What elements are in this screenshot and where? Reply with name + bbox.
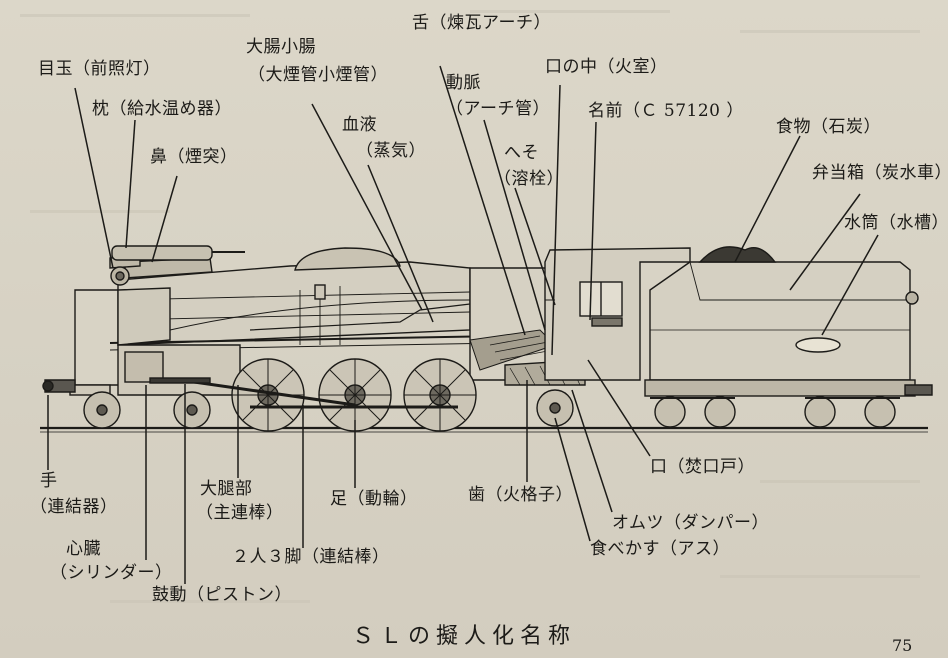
label-side-rod: ２人３脚（連結棒）	[232, 547, 390, 567]
label-fusible-plug-2: （溶栓）	[494, 169, 564, 189]
label-arch-tube-1: 動脈	[446, 73, 481, 93]
label-steam-2: （蒸気）	[356, 141, 426, 161]
feedwater-heater	[111, 245, 213, 261]
locomotive-body	[42, 245, 691, 432]
label-cylinder-2: （シリンダー）	[50, 563, 173, 583]
label-grate: 歯（火格子）	[468, 485, 573, 505]
leader-lines	[47, 65, 879, 584]
label-firebox: 口の中（火室）	[545, 57, 668, 77]
label-tubes-1: 大腸小腸	[246, 37, 316, 57]
label-fusible-plug-1: へそ	[504, 143, 539, 163]
label-headlight: 目玉（前照灯）	[38, 59, 161, 79]
label-cylinder-1: 心臓	[66, 539, 101, 559]
label-arch-tube-2: （アーチ管）	[446, 99, 550, 119]
label-drive-wheels: 足（動輪）	[330, 489, 418, 509]
label-main-rod-2: （主連棒）	[196, 503, 284, 523]
label-piston: 鼓動（ピストン）	[152, 585, 292, 605]
label-tubes-2: （大煙管小煙管）	[248, 65, 388, 85]
label-coupler-2: （連結器）	[30, 497, 118, 517]
label-water-tank: 水筒（水槽）	[844, 213, 948, 233]
steam-dome	[294, 247, 401, 271]
label-steam-1: 血液	[342, 115, 377, 135]
label-feedwater-heater: 枕（給水温め器）	[92, 99, 232, 119]
label-coal: 食物（石炭）	[776, 117, 881, 137]
drive-wheels	[231, 358, 477, 432]
label-fire-door: 口（焚口戸）	[650, 457, 755, 477]
nameplate	[591, 317, 623, 327]
label-chimney: 鼻（煙突）	[150, 147, 238, 167]
label-coupler-1: 手	[40, 471, 58, 491]
water-tank-hatch	[795, 337, 841, 353]
figure-caption: ＳＬの擬人化名称	[352, 624, 577, 649]
label-arch: 舌（煉瓦アーチ）	[412, 13, 551, 33]
label-tender: 弁当箱（炭水車）	[812, 163, 948, 183]
label-damper: オムツ（ダンパー）	[612, 513, 769, 533]
label-main-rod-1: 大腿部	[200, 479, 253, 499]
label-ash: 食べかす（アス）	[590, 539, 730, 559]
label-nameplate: 名前（Ｃ 57120 ）	[588, 101, 744, 121]
piston-rod	[149, 377, 211, 384]
page-number: 75	[892, 636, 913, 655]
main-rod	[179, 378, 356, 407]
tender	[644, 246, 933, 428]
coal-pile	[698, 246, 777, 263]
